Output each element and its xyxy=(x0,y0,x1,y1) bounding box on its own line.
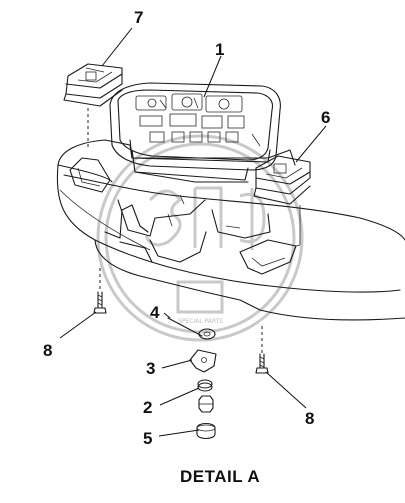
watermark-text: SPECIAL PARTS xyxy=(178,318,223,325)
callout-5: 5 xyxy=(143,429,152,448)
callout-4: 4 xyxy=(150,303,160,322)
part-8-bolt-right xyxy=(255,353,269,374)
callout-6: 6 xyxy=(321,108,330,127)
callout-7: 7 xyxy=(134,8,143,27)
part-5-cap-nut xyxy=(196,422,216,440)
callout-3: 3 xyxy=(146,359,155,378)
part-1-instrument-cluster xyxy=(109,82,281,183)
callout-8-right: 8 xyxy=(305,409,314,428)
watermark-logo: SPECIAL PARTS xyxy=(96,134,304,342)
part-nut xyxy=(198,395,214,413)
part-8-bolt-left xyxy=(93,291,107,314)
callout-1: 1 xyxy=(215,40,224,59)
console-housing xyxy=(56,108,405,354)
callout-2: 2 xyxy=(143,398,152,417)
callout-8-left: 8 xyxy=(43,341,52,360)
part-6-switch-box xyxy=(253,155,311,205)
part-3-bracket xyxy=(189,349,217,373)
part-2-lock-washer xyxy=(197,379,213,392)
callout-labels: 7 1 6 4 8 3 2 5 8 xyxy=(43,8,330,448)
part-4-washer xyxy=(167,317,216,340)
part-7-switch-box xyxy=(63,63,123,107)
diagram-caption: DETAIL A xyxy=(180,467,260,486)
leader-lines xyxy=(59,27,327,437)
